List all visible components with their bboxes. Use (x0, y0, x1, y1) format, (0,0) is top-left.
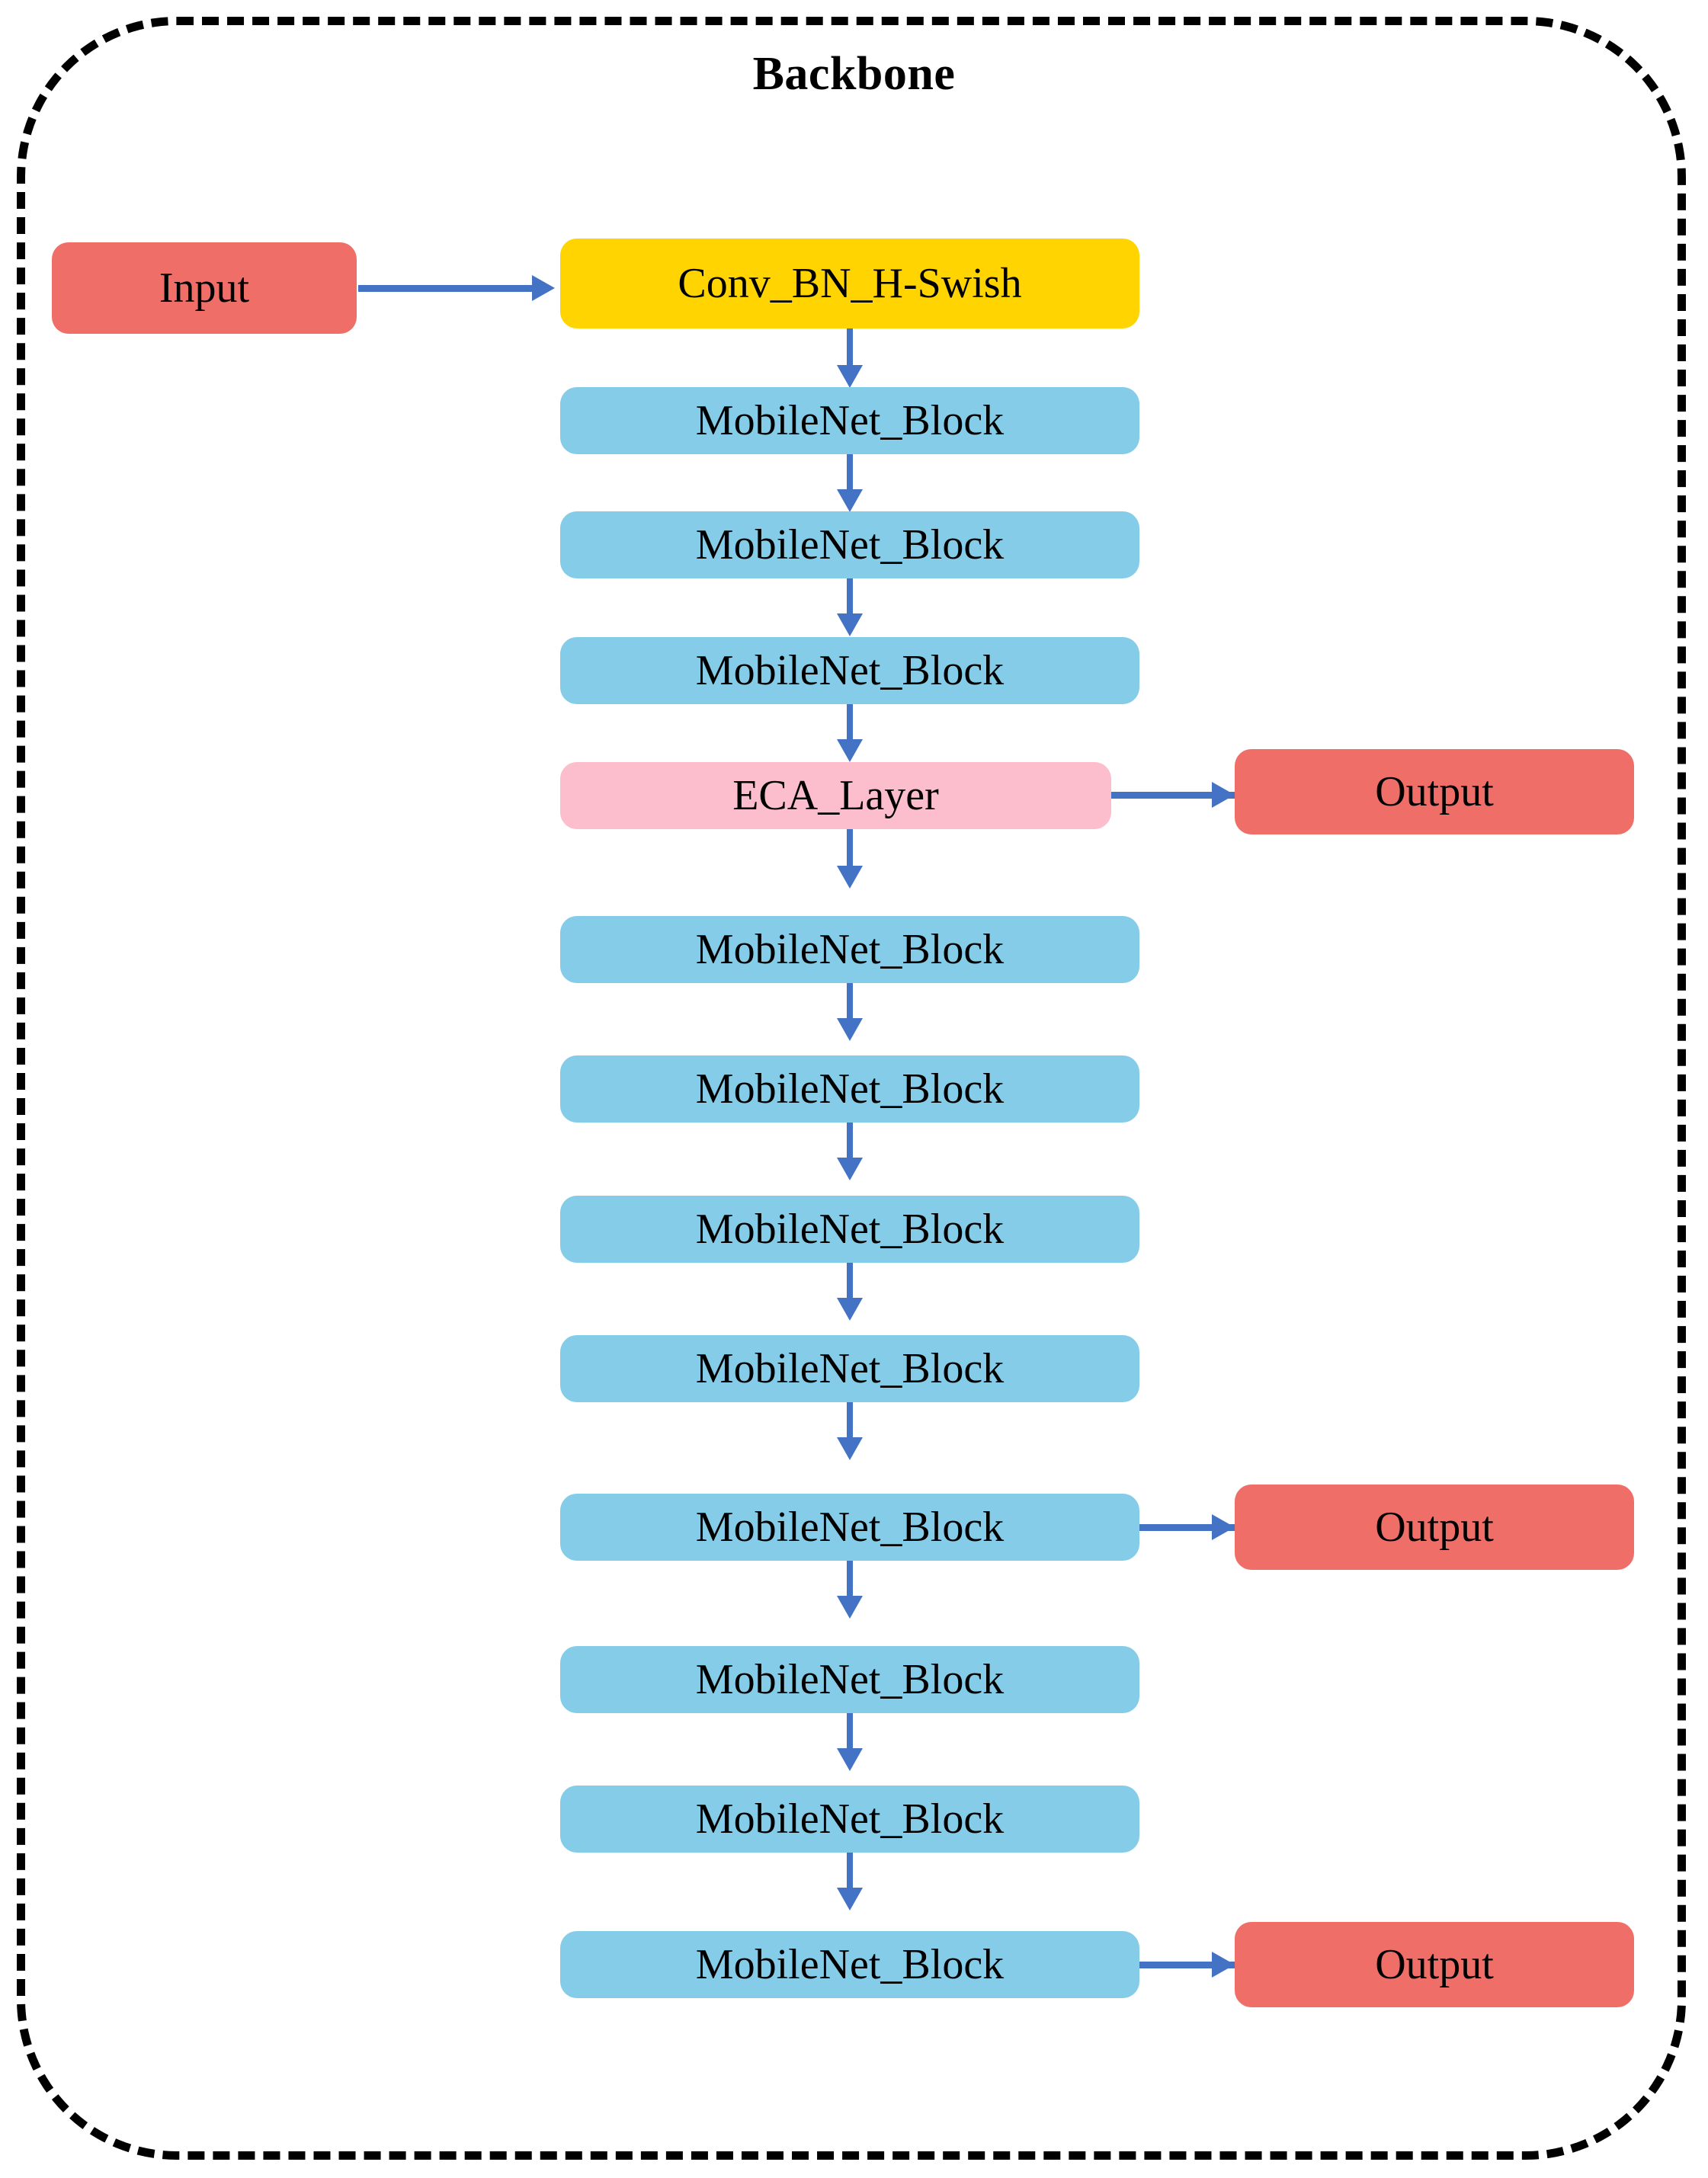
edge-conv-to-mb1-line (847, 328, 853, 368)
edge-mb9-to-mb10-line (847, 1713, 853, 1751)
node-output-2[interactable]: Output (1235, 1485, 1634, 1570)
edge-mb8-to-mb9-arrowhead (837, 1596, 863, 1619)
node-conv-bn-hswish[interactable]: Conv_BN_H-Swish (560, 239, 1139, 328)
edge-eca-to-mb4-line (847, 829, 853, 869)
node-mobilenet-block-2[interactable]: MobileNet_Block (560, 511, 1139, 578)
edge-mb8-to-mb9-line (847, 1561, 853, 1599)
node-mobilenet-block-9[interactable]: MobileNet_Block (560, 1646, 1139, 1713)
edge-mb11-to-output3-line (1139, 1962, 1251, 1968)
node-mobilenet-block-11[interactable]: MobileNet_Block (560, 1931, 1139, 1998)
edge-mb9-to-mb10-arrowhead (837, 1748, 863, 1771)
node-mobilenet-block-7[interactable]: MobileNet_Block (560, 1335, 1139, 1402)
node-mobilenet-block-3[interactable]: MobileNet_Block (560, 637, 1139, 704)
edge-input-to-conv-arrowhead (532, 275, 555, 301)
edge-mb2-to-mb3-arrowhead (837, 613, 863, 636)
edge-mb5-to-mb6-line (847, 1123, 853, 1161)
node-mobilenet-block-4[interactable]: MobileNet_Block (560, 916, 1139, 983)
edge-mb7-to-mb8-line (847, 1402, 853, 1440)
edge-mb4-to-mb5-arrowhead (837, 1018, 863, 1041)
node-mobilenet-block-1[interactable]: MobileNet_Block (560, 387, 1139, 454)
edge-mb1-to-mb2-arrowhead (837, 489, 863, 512)
edge-mb7-to-mb8-arrowhead (837, 1437, 863, 1460)
edge-mb5-to-mb6-arrowhead (837, 1158, 863, 1180)
edge-eca-to-mb4-arrowhead (837, 866, 863, 889)
node-mobilenet-block-5[interactable]: MobileNet_Block (560, 1055, 1139, 1123)
edge-mb8-to-output2-line (1139, 1524, 1251, 1531)
node-output-3[interactable]: Output (1235, 1922, 1634, 2007)
edge-eca-to-output1-line (1111, 792, 1250, 799)
edge-mb3-to-eca-arrowhead (837, 739, 863, 762)
edge-mb10-to-mb11-arrowhead (837, 1888, 863, 1911)
edge-mb4-to-mb5-line (847, 983, 853, 1021)
page-title: Backbone (752, 48, 956, 100)
node-mobilenet-block-8[interactable]: MobileNet_Block (560, 1494, 1139, 1561)
edge-mb8-to-output2-arrowhead (1212, 1514, 1235, 1540)
node-input[interactable]: Input (52, 242, 357, 334)
node-mobilenet-block-6[interactable]: MobileNet_Block (560, 1196, 1139, 1263)
edge-mb2-to-mb3-line (847, 578, 853, 617)
node-output-1[interactable]: Output (1235, 749, 1634, 834)
edge-mb10-to-mb11-line (847, 1853, 853, 1891)
node-mobilenet-block-10[interactable]: MobileNet_Block (560, 1786, 1139, 1853)
edge-conv-to-mb1-arrowhead (837, 365, 863, 388)
edge-mb6-to-mb7-line (847, 1263, 853, 1301)
edge-input-to-conv-line (358, 285, 532, 292)
edge-mb1-to-mb2-line (847, 454, 853, 492)
edge-mb3-to-eca-line (847, 704, 853, 742)
edge-eca-to-output1-arrowhead (1212, 782, 1235, 808)
edge-mb11-to-output3-arrowhead (1212, 1952, 1235, 1978)
node-eca-layer[interactable]: ECA_Layer (560, 762, 1111, 829)
edge-mb6-to-mb7-arrowhead (837, 1298, 863, 1321)
